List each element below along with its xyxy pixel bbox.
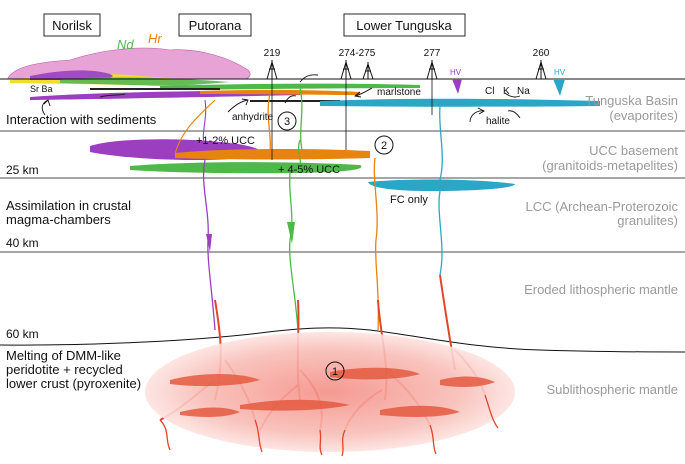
sill-black-1 [90,88,220,90]
feeder-orange [373,157,380,331]
well-274-275-label: 274-275 [339,48,376,59]
feeder-cyan [438,190,443,276]
sill-black-2 [250,100,340,102]
place-putorana: Putorana [189,18,243,33]
label-na: Na [517,86,530,97]
well-219-label: 219 [264,48,281,59]
process-melting-line3: lower crust (pyroxenite) [6,376,141,391]
feeder-purple-lens [206,234,212,252]
label-anhydrite: anhydrite [232,112,274,123]
label-k: K [503,86,510,97]
place-lower-tunguska: Lower Tunguska [356,18,452,33]
riser-orange [267,93,272,153]
process-melting-line1: Melting of DMM-like [6,348,121,363]
label-hv-purple: HV [450,68,462,77]
purple-flow-top [30,70,113,80]
stage-2-label: 2 [381,140,387,152]
element-arrows [41,74,521,123]
sill-cyan [320,98,600,107]
riser-cyan [439,105,443,181]
process-interaction: Interaction with sediments [6,112,157,127]
stage-2-marker [374,135,394,155]
depth-25: 25 km [6,163,39,177]
norilsk-box [43,13,101,37]
depth-40: 40 km [6,236,39,250]
well-219-icon [266,60,278,160]
lithosphere-base-line [0,327,685,353]
sill-orange [200,89,360,95]
label-fc-only: FC only [390,194,428,206]
purple-dike-hv [452,79,462,94]
plume-zone [145,332,515,452]
layer-eroded-mantle: Eroded lithospheric mantle [524,282,678,297]
lower-tunguska-box [343,13,466,37]
layer-lcc-line2: granulites) [617,213,678,228]
well-274-icon [340,60,352,150]
label-cl: Cl [485,86,494,97]
feeder-green [288,171,299,331]
label-halite: halite [486,116,510,127]
process-assimilation-line2: magma-chambers [6,212,111,227]
stage-3-label: 3 [284,116,290,128]
plume-melt-lenses [170,367,495,417]
chamber-cyan [368,179,515,191]
cyan-dike-hv [553,79,565,96]
depth-60: 60 km [6,327,39,341]
plume-capillaries [159,394,499,457]
layer-sublithospheric-mantle: Sublithospheric mantle [546,382,678,397]
well-275-icon [362,62,374,80]
well-277-icon [426,60,438,115]
process-melting-line2: peridotite + recycled [6,362,123,377]
stage-1-marker [325,361,345,381]
label-ucc-high: + 4-5% UCC [278,164,340,176]
label-ucc-low: +1-2% UCC [196,135,255,147]
branch-orange-left [174,99,216,156]
well-260-label: 260 [533,48,550,59]
riser-green [297,87,303,166]
stage-3-marker [277,111,297,131]
label-sr-ba: Sr Ba [30,84,53,94]
stage-1-label: 1 [332,366,338,378]
label-marlstone: marlstone [377,87,421,98]
layer-tunguska-line2: (evaporites) [609,108,678,123]
process-assimilation-line1: Assimilation in crustal [6,198,131,213]
layer-tunguska-line1: Tunguska Basin [585,93,678,108]
putorana-box [178,13,252,37]
feeder-green-lens [287,222,295,244]
well-277-label: 277 [424,48,441,59]
isotope-nd: Nd [117,37,134,52]
isotope-hr: Hr [148,31,162,46]
green-flow-top [60,77,230,86]
layer-ucc-line1: UCC basement [589,143,678,158]
label-hv-cyan: HV [554,68,566,77]
chamber-orange [175,148,370,160]
place-norilsk: Norilsk [52,18,92,33]
riser-purple [202,99,207,147]
layer-lcc-line1: LCC (Archean-Proterozoic [526,199,679,214]
chamber-green [130,162,362,174]
layer-ucc-line2: (granitoids-metapelites) [542,158,678,173]
sill-green [160,83,420,90]
well-260-icon [535,60,547,80]
